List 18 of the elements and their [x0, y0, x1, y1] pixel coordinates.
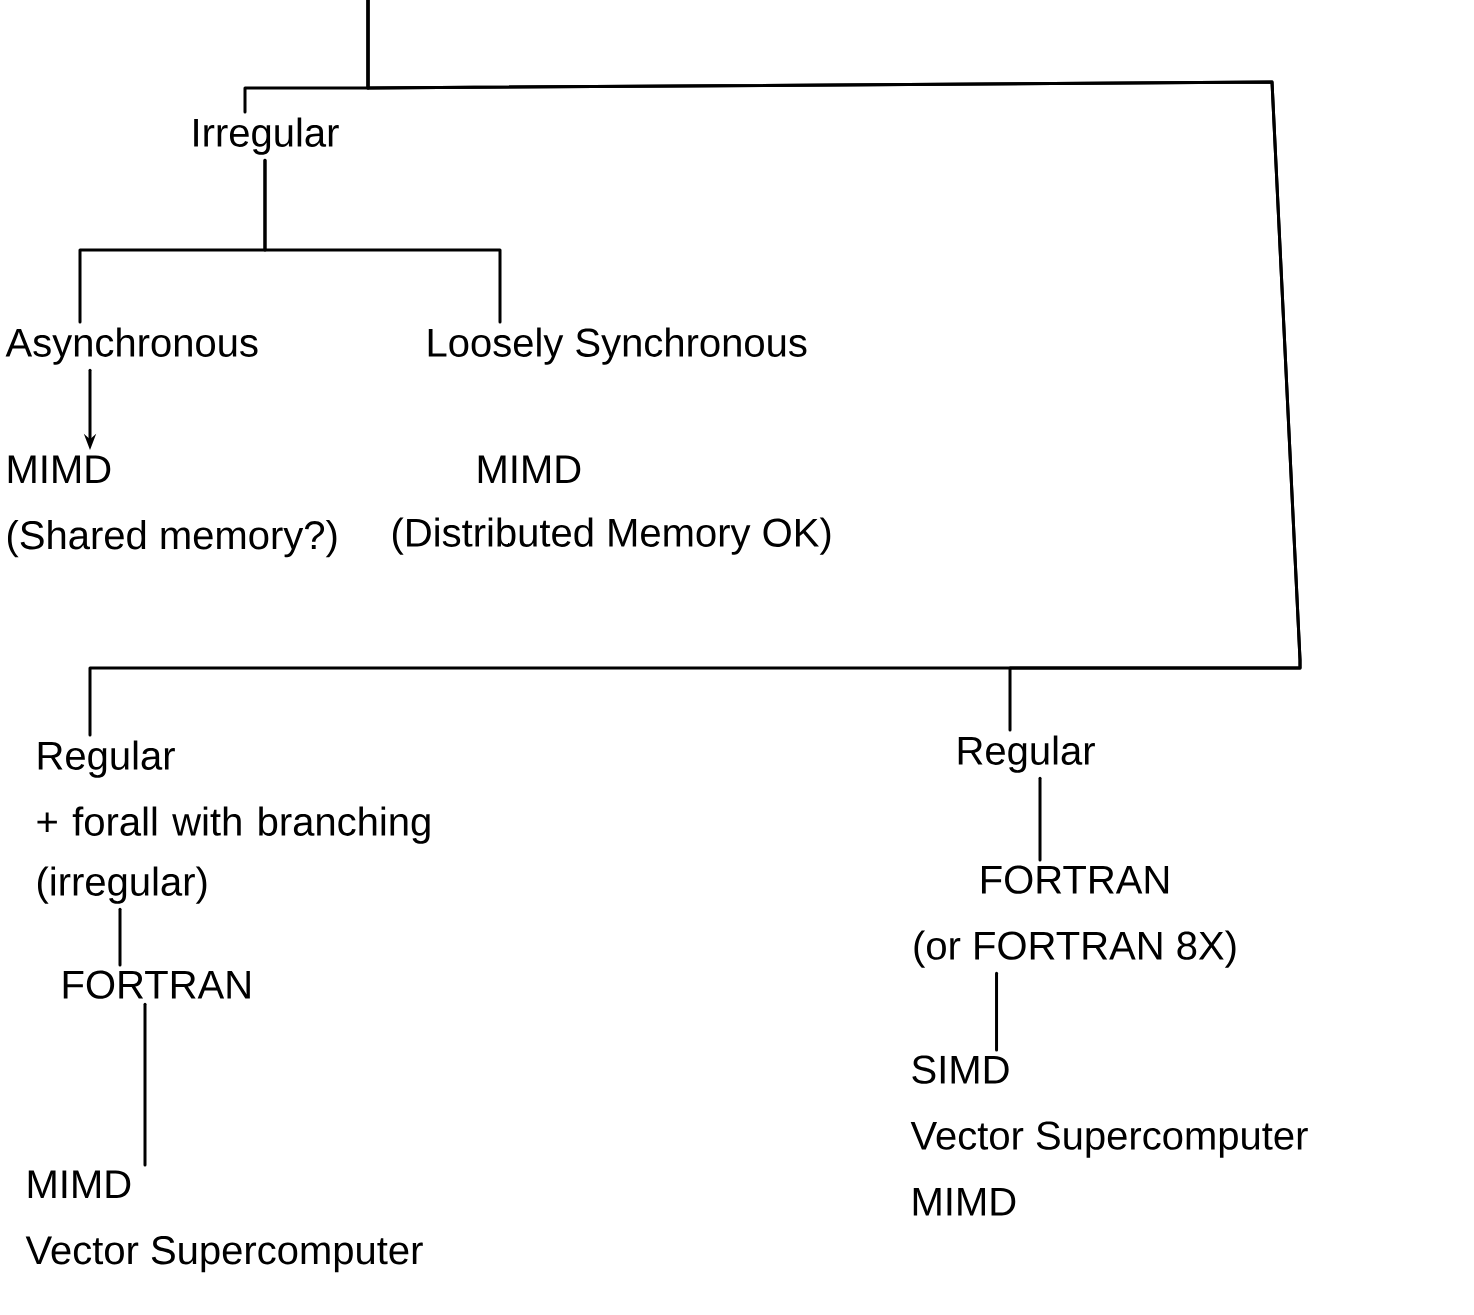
tree-label: Irregular	[194, 117, 339, 155]
tree-label: MIMD Vector Supercomputer	[25, 1170, 423, 1273]
tree-line	[1038, 776, 1042, 862]
note-text: (Distributed Memory OK)	[393, 517, 831, 555]
tree-line	[366, 0, 1302, 732]
note-text: MIMD	[478, 455, 581, 484]
tree-label: Loosely Synchronous	[428, 327, 807, 365]
tree-label: Asynchronous	[5, 327, 258, 365]
tree-line	[118, 907, 122, 967]
tree-line	[995, 971, 999, 1052]
tree-line	[143, 1002, 147, 1167]
tree-label: SIMD Vector Supercomputer MIMD	[910, 1055, 1308, 1216]
tree-label: FORTRAN	[63, 970, 250, 999]
tree-line	[263, 158, 502, 324]
tree-label: Regular + forall with branching (irregular)	[37, 740, 430, 904]
tree-label: MIMD (Shared memory?)	[8, 455, 337, 558]
tree-label: Regular	[958, 735, 1095, 773]
tree-label: FORTRAN (or FORTRAN 8X)	[914, 865, 1236, 968]
